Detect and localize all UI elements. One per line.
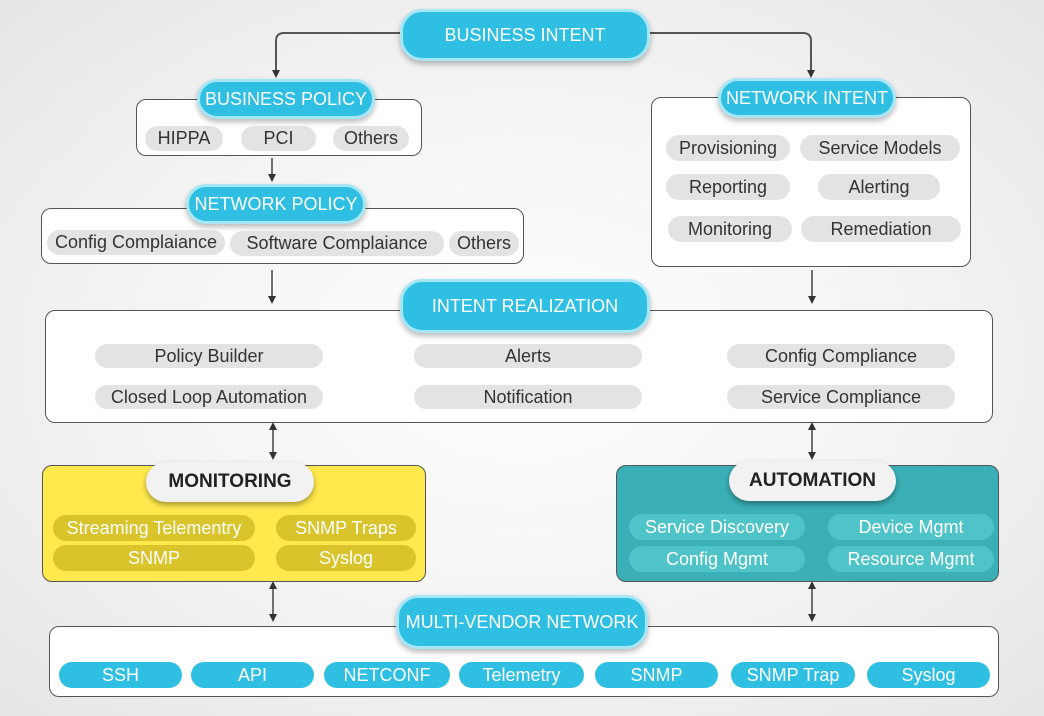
- multi-vendor-title: MULTI-VENDOR NETWORK: [405, 611, 639, 632]
- business-policy-title: BUSINESS POLICY: [204, 88, 368, 109]
- multi-vendor-header: MULTI-VENDOR NETWORK: [396, 595, 648, 649]
- network-intent-item-provisioning: Provisioning: [666, 135, 790, 161]
- network-intent-item-service-models: Service Models: [800, 135, 960, 161]
- network-policy-item-config: Config Complaiance: [47, 230, 225, 255]
- intent-realization-title: INTENT REALIZATION: [431, 295, 619, 316]
- network-intent-item-alerting: Alerting: [818, 174, 940, 200]
- automation-title: AUTOMATION: [748, 470, 876, 491]
- network-intent-title: NETWORK INTENT: [726, 87, 888, 108]
- automation-header: AUTOMATION: [729, 461, 896, 501]
- monitoring-item-snmp-traps: SNMP Traps: [276, 515, 416, 541]
- network-item-snmp-trap: SNMP Trap: [731, 662, 855, 688]
- network-item-netconf: NETCONF: [324, 662, 450, 688]
- monitoring-item-syslog: Syslog: [276, 545, 416, 571]
- business-policy-item-pci: PCI: [241, 126, 316, 151]
- network-item-ssh: SSH: [59, 662, 182, 688]
- network-policy-item-software: Software Complaiance: [230, 231, 444, 256]
- network-policy-header: NETWORK POLICY: [186, 184, 366, 224]
- arrow-intent-to-network-intent: [648, 32, 815, 78]
- business-policy-header: BUSINESS POLICY: [197, 79, 375, 119]
- network-item-telemetry: Telemetry: [459, 662, 584, 688]
- network-intent-header: NETWORK INTENT: [718, 78, 896, 118]
- arrow-intent-to-business-policy: [272, 32, 402, 78]
- network-policy-item-others: Others: [449, 231, 519, 256]
- monitoring-header: MONITORING: [146, 462, 314, 502]
- business-policy-item-hippa: HIPPA: [145, 126, 223, 151]
- realization-item-closed-loop: Closed Loop Automation: [95, 385, 323, 409]
- automation-item-config-mgmt: Config Mgmt: [629, 546, 805, 572]
- monitoring-item-streaming: Streaming Telementry: [53, 515, 255, 541]
- network-intent-item-reporting: Reporting: [666, 174, 790, 200]
- monitoring-title: MONITORING: [168, 471, 292, 492]
- automation-item-service-discovery: Service Discovery: [629, 514, 805, 540]
- business-intent-header: BUSINESS INTENT: [400, 9, 650, 61]
- network-item-snmp: SNMP: [595, 662, 718, 688]
- network-item-api: API: [191, 662, 314, 688]
- automation-item-resource-mgmt: Resource Mgmt: [828, 546, 994, 572]
- network-item-syslog: Syslog: [867, 662, 990, 688]
- network-intent-item-monitoring: Monitoring: [668, 216, 792, 242]
- monitoring-item-snmp: SNMP: [53, 545, 255, 571]
- realization-item-policy-builder: Policy Builder: [95, 344, 323, 368]
- network-intent-item-remediation: Remediation: [801, 216, 961, 242]
- realization-item-config-compliance: Config Compliance: [727, 344, 955, 368]
- automation-item-device-mgmt: Device Mgmt: [828, 514, 994, 540]
- realization-item-notification: Notification: [414, 385, 642, 409]
- realization-item-alerts: Alerts: [414, 344, 642, 368]
- realization-item-service-compliance: Service Compliance: [727, 385, 955, 409]
- business-policy-item-others: Others: [333, 126, 409, 151]
- intent-realization-header: INTENT REALIZATION: [400, 279, 650, 333]
- business-intent-title: BUSINESS INTENT: [444, 24, 606, 45]
- network-policy-title: NETWORK POLICY: [194, 193, 358, 214]
